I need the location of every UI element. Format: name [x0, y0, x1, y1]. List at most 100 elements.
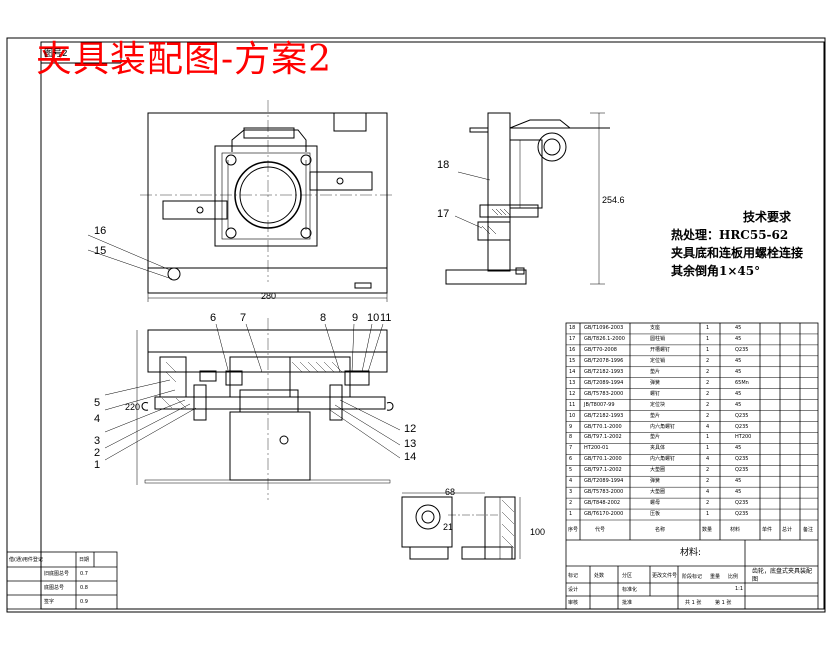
parts-cell-mat: Q235 [735, 511, 749, 518]
left-label-old: 旧底图总号 [44, 571, 70, 577]
parts-cell-name: 定位销 [650, 357, 666, 364]
parts-cell-no: 4 [569, 478, 573, 485]
dim-detail-width: 68 [445, 487, 456, 497]
parts-cell-no: 10 [569, 412, 576, 419]
parts-cell-name: 支座 [650, 325, 661, 331]
label-weight: 重量 [710, 574, 721, 580]
parts-cell-no: 1 [569, 511, 573, 518]
parts-cell-mat: Q235 [735, 423, 749, 430]
parts-cell-no: 16 [569, 346, 576, 353]
parts-cell-mat: 45 [735, 445, 742, 452]
parts-cell-no: 8 [569, 434, 573, 441]
dim-front-height: 220 [125, 402, 141, 412]
parts-cell-qty: 4 [706, 423, 710, 430]
label-mark: 标记 [568, 573, 579, 579]
material-label: 材料: [680, 548, 702, 558]
tech-req-line: 其余倒角1×45° [671, 264, 761, 278]
parts-cell-mat: 45 [735, 390, 742, 397]
parts-cell-no: 3 [569, 489, 573, 496]
parts-cell-std: GB/T848-2002 [584, 500, 621, 507]
left-value: 0.7 [80, 571, 88, 577]
left-label-date: 日期 [79, 557, 90, 563]
front-view [104, 318, 401, 500]
drawing-name: 齿轮，底盘式夹具装配图 [752, 568, 813, 583]
parts-cell-name: 内六角螺钉 [650, 456, 676, 463]
callout-14: 14 [404, 451, 417, 463]
parts-cell-std: HT200-01 [584, 445, 609, 452]
detail-view [401, 492, 521, 560]
label-change-no: 更改文件号 [652, 573, 678, 579]
parts-cell-mat: 45 [735, 401, 742, 408]
parts-cell-qty: 4 [706, 489, 710, 496]
parts-cell-name: 压板 [650, 511, 661, 518]
label-stage-mark: 阶段标记 [682, 574, 703, 580]
parts-cell-name: 螺钉 [650, 390, 661, 397]
parts-cell-mat: 45 [735, 325, 742, 331]
parts-cell-mat: 65Mn [735, 379, 749, 386]
parts-cell-mat: Q235 [735, 467, 749, 474]
parts-cell-mat: 45 [735, 335, 742, 342]
callout-12: 12 [404, 423, 417, 435]
header-total: 总计 [782, 527, 793, 533]
left-label-sign: 签字 [44, 599, 55, 605]
parts-cell-qty: 1 [706, 445, 710, 452]
parts-cell-name: 垫片 [650, 412, 661, 419]
parts-cell-name: 弹簧 [650, 379, 661, 386]
dim-detail-height: 100 [530, 527, 546, 537]
parts-cell-std: GB/T2078-1996 [584, 357, 624, 364]
parts-cell-no: 12 [569, 390, 576, 397]
label-zone: 分区 [622, 573, 633, 579]
header-weight: 单件 [762, 527, 773, 533]
scale-value: 1:1 [735, 586, 744, 592]
parts-cell-std: GB/T1096-2003 [584, 325, 624, 331]
parts-cell-mat: 45 [735, 368, 742, 375]
label-approve: 批准 [622, 600, 633, 606]
parts-cell-name: 开槽螺钉 [650, 346, 671, 353]
parts-cell-std: GB/T70.1-2000 [584, 456, 622, 463]
tech-req-line: 热处理：HRC55-62 [671, 228, 789, 242]
callout-7: 7 [240, 312, 247, 324]
left-label-reg: 借(通)用件登记 [9, 557, 43, 563]
header-qty: 数量 [702, 527, 713, 533]
callout-16: 16 [94, 225, 107, 237]
sheet-no: 第 1 张 [715, 600, 732, 606]
parts-cell-std: GB/T5783-2000 [584, 390, 624, 397]
callout-13: 13 [404, 438, 417, 450]
parts-cell-std: JB/T8007-99 [584, 401, 615, 408]
parts-cell-std: GB/T826.1-2000 [584, 335, 625, 342]
callout-10: 10 [367, 312, 380, 324]
parts-list-frame [565, 322, 819, 610]
parts-cell-qty: 2 [706, 368, 710, 375]
label-count: 处数 [594, 573, 605, 579]
parts-cell-mat: Q235 [735, 412, 749, 419]
parts-cell-qty: 2 [706, 478, 710, 485]
header-note: 备注 [803, 527, 814, 533]
side-view [445, 112, 610, 285]
parts-cell-qty: 2 [706, 379, 710, 386]
parts-cell-std: GB/T97.1-2002 [584, 434, 622, 441]
parts-cell-qty: 1 [706, 335, 710, 342]
parts-cell-mat: HT200 [735, 434, 752, 441]
parts-cell-no: 14 [569, 368, 576, 375]
dim-detail-radius: 21 [443, 522, 454, 532]
parts-cell-qty: 2 [706, 467, 710, 474]
parts-cell-no: 7 [569, 445, 573, 452]
parts-cell-mat: Q235 [735, 456, 749, 463]
parts-cell-no: 17 [569, 335, 576, 342]
parts-cell-no: 18 [569, 325, 576, 331]
label-design: 设计 [568, 587, 579, 593]
tech-req-line: 夹具底和连板用螺栓连接 [671, 246, 804, 260]
parts-cell-std: GB/T97.1-2002 [584, 467, 622, 474]
parts-cell-name: 圆柱销 [650, 335, 666, 342]
parts-cell-std: GB/T70.1-2000 [584, 423, 622, 430]
parts-cell-name: 螺母 [650, 500, 661, 507]
callout-18: 18 [437, 159, 450, 171]
sheet-total: 共 1 张 [685, 600, 702, 606]
parts-cell-mat: 45 [735, 357, 742, 364]
parts-cell-no: 15 [569, 357, 576, 364]
callout-1: 1 [94, 459, 101, 471]
parts-cell-name: 大垫圈 [650, 489, 666, 496]
parts-cell-mat: Q235 [735, 346, 749, 353]
parts-cell-mat: 45 [735, 489, 742, 496]
